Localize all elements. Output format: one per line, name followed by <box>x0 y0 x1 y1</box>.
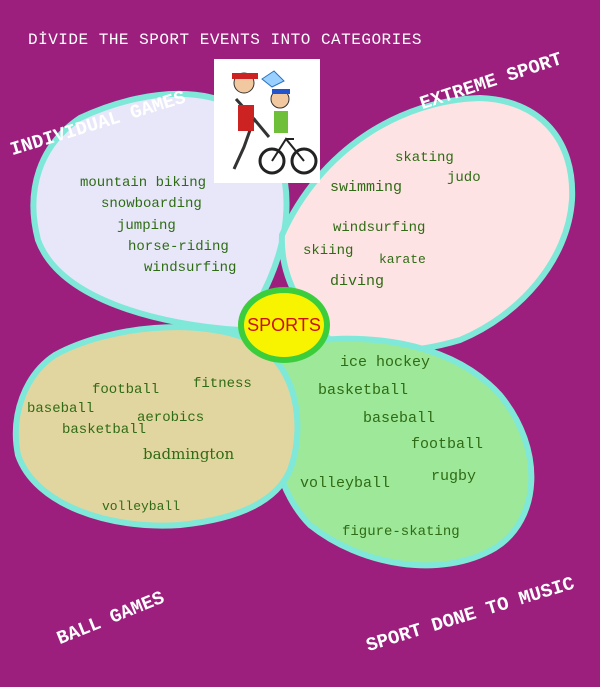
center-label: SPORTS <box>247 314 321 335</box>
page-title: DİVIDE THE SPORT EVENTS INTO CATEGORIES <box>28 31 422 49</box>
petal-ball <box>12 324 301 529</box>
list-item: skating <box>395 150 454 166</box>
list-item: fitness <box>193 376 252 392</box>
list-item: football <box>92 382 160 398</box>
cartoon-athletes-icon <box>214 59 320 183</box>
list-item: ice hockey <box>340 354 431 371</box>
list-item: baseball <box>363 410 436 427</box>
list-item: basketball <box>62 422 147 438</box>
center-sports-bubble: SPORTS <box>238 287 330 363</box>
list-item: aerobics <box>137 410 205 426</box>
list-item: diving <box>330 273 385 290</box>
list-item: mountain biking <box>80 175 207 191</box>
list-item: windsurfing <box>144 260 237 276</box>
list-item: basketball <box>318 382 409 399</box>
list-item: swimming <box>330 179 403 196</box>
list-item: rugby <box>431 468 477 485</box>
list-item: windsurfing <box>333 220 426 236</box>
list-item: badmington <box>143 445 235 463</box>
list-item: skiing <box>303 243 354 259</box>
list-item: jumping <box>117 218 176 234</box>
list-item: football <box>411 436 484 453</box>
list-item: judo <box>447 170 481 186</box>
list-item: figure-skating <box>342 524 460 540</box>
list-item: horse-riding <box>128 239 229 255</box>
list-item: snowboarding <box>101 196 202 212</box>
list-item: baseball <box>27 401 95 417</box>
list-item: karate <box>379 252 426 267</box>
list-item: volleyball <box>300 475 391 492</box>
list-item: volleyball <box>102 499 181 514</box>
